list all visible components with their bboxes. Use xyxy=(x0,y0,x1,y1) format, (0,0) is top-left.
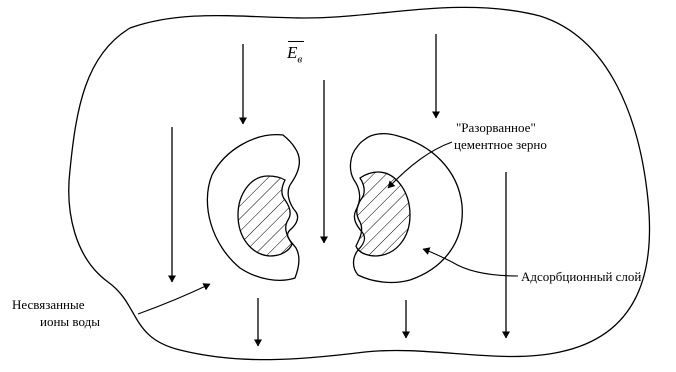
field-arrows xyxy=(168,34,510,347)
leader-torn-grain xyxy=(387,141,453,189)
label-torn-grain-line2: цементное зерно xyxy=(454,137,547,152)
cement-grain-right xyxy=(355,171,411,257)
field-symbol-letter: E xyxy=(287,43,298,62)
label-free-ions-line1: Несвязанные xyxy=(12,297,85,312)
leader-free-ions xyxy=(137,283,211,315)
adsorption-layer-right xyxy=(349,133,463,284)
field-symbol: Eв xyxy=(287,41,305,66)
label-adsorption-layer: Адсорбционный слой xyxy=(521,269,642,284)
label-torn-grain-line1: "Разорванное" xyxy=(456,120,536,135)
field-symbol-subscript: в xyxy=(297,53,303,66)
adsorption-layer-left xyxy=(206,134,300,281)
cement-grain-left xyxy=(237,175,293,257)
leader-adsorption-layer xyxy=(422,247,519,277)
label-free-ions-line2: ионы воды xyxy=(40,314,100,329)
medium-boundary xyxy=(68,6,651,361)
field-overline xyxy=(288,41,305,42)
